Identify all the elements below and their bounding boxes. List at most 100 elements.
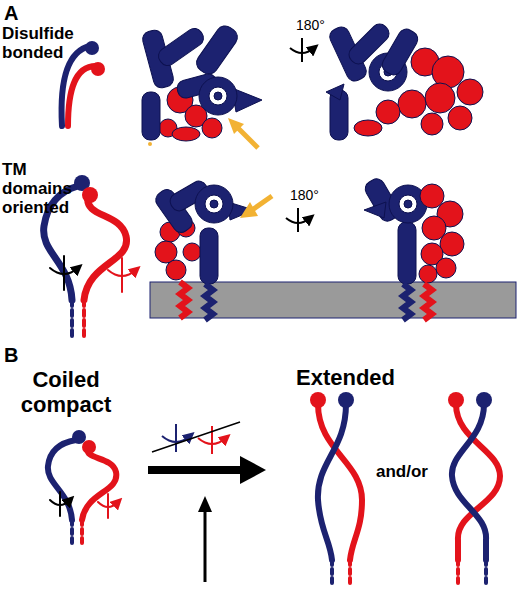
disulfide-structure-back-part [425, 83, 455, 113]
extended-dimer-part [330, 560, 334, 585]
disulfide-structure-back-part [326, 84, 344, 100]
disulfide-structure-back-part [376, 100, 400, 124]
coiled-compact-dimer-part [82, 448, 116, 520]
oriented-structure-back-part [420, 184, 444, 208]
trigger-arrow-part [204, 508, 207, 582]
rotation-symbol-part [297, 208, 299, 232]
oriented-structure-back [362, 176, 464, 320]
disulfide-structure-front-part [148, 142, 152, 146]
extended-dimer-part [338, 392, 354, 408]
disulfide-structure-back [326, 21, 483, 140]
oriented-structure-back-part [398, 222, 416, 284]
highlight-arrow-part [228, 118, 244, 134]
oriented-structure-back-part [403, 284, 411, 320]
trigger-arrow [198, 496, 212, 582]
disulfide-structure-front-part [214, 92, 222, 100]
oriented-structure-front-part [205, 284, 213, 320]
oriented-hairpin-part [70, 300, 74, 336]
panel-letter: B [4, 344, 44, 366]
disulfide-structure-back-part [354, 120, 382, 136]
blocked-rotation [152, 422, 240, 454]
oriented-structure-front-part [200, 228, 218, 284]
rotation-symbol [286, 208, 310, 232]
disulfide-structure-front-part [199, 77, 237, 115]
coiled-compact-dimer-part [80, 520, 84, 545]
coiled-compact-dimer-part [50, 500, 70, 505]
coiled-compact-dimer [48, 430, 118, 545]
highlight-arrow-part [236, 126, 258, 148]
disulfide-structure-back-part [457, 79, 483, 105]
disulfide-structure-front-part [172, 127, 200, 141]
disulfide-hairpin-part [85, 41, 99, 55]
disulfide-structure-back-part [421, 113, 443, 135]
disulfide-hairpin-part [91, 62, 105, 76]
extended-dimer [310, 392, 500, 585]
oriented-structure-back-part [424, 284, 432, 320]
oriented-hairpin-part [108, 270, 136, 276]
extended-dimer-part [484, 560, 488, 585]
disulfide-hairpin [62, 41, 105, 126]
oriented-hairpin-part [84, 196, 127, 300]
oriented-structure-back-part [404, 200, 412, 208]
state-label: Extended [296, 366, 446, 391]
rotation-symbol-part [290, 48, 314, 53]
oriented-structure-back-part [364, 202, 386, 218]
blocked-rotation-part [211, 426, 213, 454]
trigger-arrow-part [198, 496, 212, 512]
blocked-rotation-part [175, 424, 177, 452]
transition-arrow-part [240, 456, 266, 484]
oriented-structure-front [153, 178, 254, 320]
transition-arrow [148, 456, 266, 484]
coiled-compact-dimer-part [98, 502, 118, 507]
state-label: TM domains oriented [2, 160, 88, 217]
coiled-compact-dimer-part [48, 440, 76, 520]
state-label: Coiled compact [4, 368, 128, 417]
blocked-rotation-part [198, 438, 226, 444]
highlight-arrow [228, 118, 258, 148]
extended-dimer-part [452, 404, 486, 560]
oriented-hairpin-part [82, 300, 86, 336]
state-label: Disulfide bonded [2, 24, 92, 62]
coiled-compact-dimer-part [72, 430, 86, 444]
oriented-structure-front-part [210, 200, 218, 208]
oriented-structure-front-part [205, 195, 223, 213]
extended-dimer-part [310, 392, 326, 408]
disulfide-structure-back-part [398, 90, 426, 118]
blocked-rotation-part [152, 422, 240, 452]
rotation-symbol-part [301, 38, 303, 62]
disulfide-structure-front [141, 22, 262, 146]
rotation-symbol-part [286, 218, 310, 223]
coiled-compact-dimer-part [82, 440, 96, 454]
extended-dimer-part [318, 404, 346, 560]
oriented-structure-front-part [183, 243, 201, 261]
oriented-structure-front-part [155, 241, 177, 263]
oriented-structure-back-part [399, 195, 417, 213]
oriented-structure-front-part [166, 260, 186, 280]
disulfide-hairpin-part [68, 66, 96, 126]
oriented-structure-back-part [419, 265, 437, 283]
highlight-arrow [240, 196, 272, 218]
oriented-hairpin-part [50, 268, 78, 274]
connector-word: and/or [376, 462, 446, 481]
coiled-compact-dimer-part [70, 520, 74, 545]
oriented-structure-back-part [440, 232, 464, 256]
extended-dimer-part [456, 560, 460, 585]
oriented-hairpin-part [82, 187, 98, 203]
highlight-arrow-part [252, 196, 272, 210]
rotation-symbol [290, 38, 314, 62]
extended-dimer-part [448, 392, 464, 408]
highlight-arrow-part [240, 202, 258, 218]
oriented-structure-front-part [195, 185, 233, 223]
disulfide-structure-front-part [142, 92, 160, 140]
extended-dimer-part [318, 404, 362, 560]
panel-letter: A [4, 2, 44, 24]
disulfide-structure-front-part [193, 22, 241, 77]
extended-dimer-part [348, 560, 352, 585]
rotation-label: 180° [290, 188, 340, 204]
disulfide-structure-front-part [209, 87, 227, 105]
extended-dimer-part [476, 392, 492, 408]
oriented-structure-back-part [436, 258, 456, 278]
transition-arrow-part [148, 466, 244, 474]
